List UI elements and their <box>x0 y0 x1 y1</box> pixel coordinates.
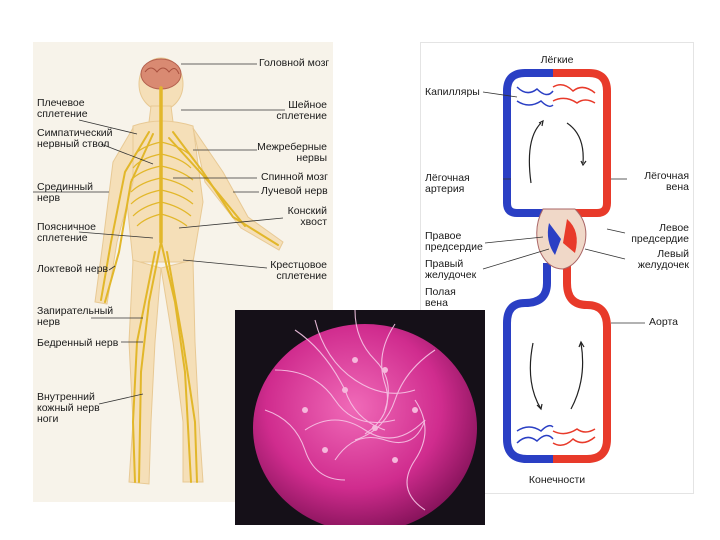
label-pulmonary-vein: Лёгочная вена <box>644 170 689 193</box>
label-cutaneous-nerve: Внутренний кожный нерв ноги <box>37 391 100 425</box>
heart-icon <box>536 208 587 270</box>
label-femoral-nerve: Бедренный нерв <box>37 337 119 349</box>
brain-icon <box>140 58 182 90</box>
nervous-system-panel: Плечевое сплетение Симпатический нервный… <box>33 42 333 502</box>
egg-cell-image <box>235 310 485 525</box>
label-median-nerve: Срединный нерв <box>37 181 94 204</box>
label-limbs: Конечности <box>528 474 586 486</box>
label-brain: Головной мозг <box>259 57 330 69</box>
nervous-system-figure <box>33 57 285 485</box>
label-aorta: Аорта <box>649 316 678 328</box>
circulation-diagram <box>482 69 645 463</box>
label-sacral-plexus: Крестцовое сплетение <box>270 259 327 282</box>
label-lungs: Лёгкие <box>540 54 574 66</box>
label-cervical-plexus: Шейное сплетение <box>276 99 327 122</box>
label-right-ventricle: Правый желудочек <box>425 258 477 281</box>
label-left-atrium: Левое предсердие <box>631 222 689 245</box>
egg-micrograph-panel <box>235 310 485 525</box>
label-right-atrium: Правое предсердие <box>425 230 483 253</box>
label-cauda-equina: Конский хвост <box>287 205 327 228</box>
label-obturator-nerve: Запирательный нерв <box>37 305 114 328</box>
label-sympathetic-trunk: Симпатический нервный ствол <box>37 127 113 150</box>
circulation-panel: Лёгкие Капилляры Лёгочная артерия Лёгочн… <box>420 42 694 494</box>
label-vena-cava: Полая вена <box>425 286 456 309</box>
label-intercostal-nerves: Межреберные нервы <box>257 141 327 164</box>
label-radial-nerve: Лучевой нерв <box>261 185 328 197</box>
label-lumbar-plexus: Поясничное сплетение <box>37 221 96 244</box>
label-brachial-plexus: Плечевое сплетение <box>37 97 88 120</box>
label-capillaries: Капилляры <box>425 86 480 98</box>
label-spinal-cord: Спинной мозг <box>261 171 328 183</box>
label-ulnar-nerve: Локтевой нерв <box>37 263 109 275</box>
label-left-ventricle: Левый желудочек <box>637 248 689 271</box>
label-pulmonary-artery: Лёгочная артерия <box>425 172 470 195</box>
